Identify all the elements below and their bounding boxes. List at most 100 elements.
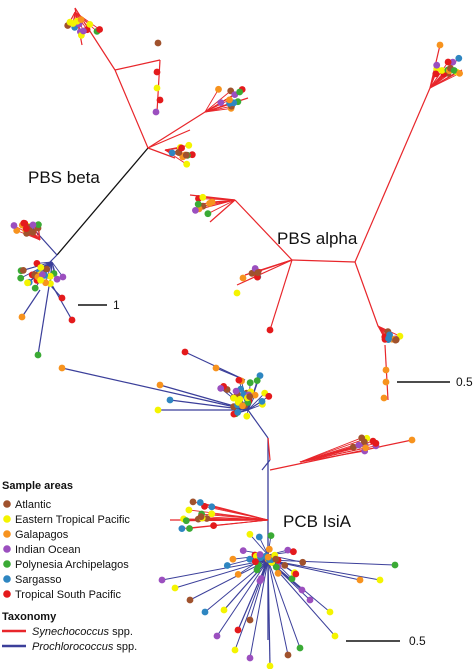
scale-bar-alpha-label: 0.5	[456, 375, 473, 389]
tree-branch	[147, 147, 176, 159]
sample-tip-marker	[236, 88, 244, 96]
tropical-south-pacific-marker	[3, 590, 11, 598]
sample-tip-marker	[233, 289, 241, 297]
sample-tip-marker	[217, 385, 225, 392]
tree-branch	[161, 559, 269, 581]
sample-tip-marker	[182, 517, 190, 525]
sample-tip-marker	[158, 576, 166, 584]
sample-tip-marker	[234, 626, 242, 634]
tree-branch	[56, 147, 149, 256]
sample-tip-marker	[450, 67, 458, 74]
legend-item-label: Tropical South Pacific	[15, 589, 121, 601]
sample-tip-marker	[246, 530, 254, 538]
sample-tip-marker	[197, 513, 205, 521]
sample-tip-marker	[385, 335, 392, 342]
sargasso-marker	[3, 575, 11, 583]
sample-tip-marker	[13, 227, 21, 234]
sample-tip-marker	[199, 193, 207, 201]
sample-tip-marker	[86, 21, 94, 28]
tree-branch	[269, 259, 293, 331]
sample-tip-marker	[156, 96, 164, 104]
sample-tip-marker	[185, 506, 193, 514]
indian-ocean-marker	[3, 545, 11, 553]
sample-tip-marker	[35, 221, 42, 229]
sample-tip-marker	[253, 566, 261, 574]
tree-branch	[247, 392, 266, 411]
legend-item-polynesia-archipelagos: Polynesia Archipelagos	[3, 559, 129, 571]
sample-tip-marker	[358, 434, 366, 442]
legend-taxon-suffix: spp.	[113, 641, 137, 653]
sample-tip-marker	[21, 220, 29, 227]
tree-branch	[21, 289, 41, 318]
legend-taxon-suffix: spp.	[109, 626, 133, 638]
sample-tip-marker	[432, 70, 440, 78]
tree-branch	[202, 196, 236, 201]
sample-tip-marker	[215, 85, 222, 93]
tree-branch	[45, 261, 53, 283]
sample-tip-marker	[306, 596, 314, 604]
sample-tip-marker	[265, 545, 273, 553]
sample-tip-marker	[37, 264, 45, 271]
tree-branch	[234, 559, 269, 651]
sample-tip-marker	[255, 533, 263, 541]
sample-tip-marker	[166, 396, 174, 404]
sample-tip-marker	[267, 532, 275, 539]
sample-tip-marker	[246, 393, 254, 400]
tree-branch	[299, 450, 365, 463]
sample-tip-marker	[230, 394, 238, 402]
sample-tip-marker	[234, 571, 242, 578]
polynesia-archipelagos-marker	[3, 560, 11, 568]
sample-tip-marker	[281, 562, 289, 569]
sample-tip-marker	[59, 273, 67, 281]
legend-item-galapagos: Galapagos	[3, 529, 69, 541]
sample-tip-marker	[433, 61, 441, 69]
sample-tip-marker	[43, 265, 50, 273]
sample-tip-marker	[186, 525, 193, 532]
tree-branch	[114, 59, 161, 71]
tree-branch	[249, 559, 269, 621]
sample-tip-marker	[243, 412, 251, 420]
tree-branch	[267, 437, 271, 461]
legend: Sample areas Atlantic Eastern Tropical P…	[2, 480, 137, 653]
sample-tip-marker	[284, 546, 292, 554]
tree-label-pbs-beta: PBS beta	[28, 168, 100, 187]
sample-tip-marker	[31, 284, 39, 292]
tree-branch	[204, 89, 219, 113]
sample-tip-marker	[376, 576, 384, 584]
sample-tip-marker	[171, 584, 179, 592]
sample-tip-marker	[153, 84, 161, 92]
sample-tip-marker	[210, 522, 218, 529]
tree-branch	[216, 559, 269, 637]
sample-tip-marker	[299, 558, 307, 566]
tree-branch	[429, 61, 449, 89]
sample-tip-marker	[206, 200, 213, 207]
sample-tip-marker	[239, 547, 247, 554]
tree-branch	[267, 559, 289, 656]
sample-tip-marker	[181, 348, 189, 356]
legend-item-label: Eastern Tropical Pacific	[15, 514, 130, 526]
sample-tip-marker	[196, 499, 204, 506]
sample-tip-marker	[178, 144, 186, 152]
sample-tip-marker	[254, 269, 262, 277]
tree-branch	[354, 87, 431, 263]
tree-branch	[299, 437, 362, 463]
sample-tip-marker	[265, 392, 273, 400]
sample-tip-marker	[258, 398, 266, 405]
sample-tip-marker	[96, 26, 103, 33]
legend-item-label: Sargasso	[15, 574, 61, 586]
sample-tip-marker	[220, 606, 228, 614]
sample-tip-marker	[392, 336, 399, 344]
sample-tip-marker	[444, 58, 452, 66]
legend-taxon-label: Synechococcus spp.	[32, 626, 133, 638]
legend-taxon-genus: Prochlorococcus	[32, 641, 114, 653]
legend-item-label: Galapagos	[15, 529, 69, 541]
sample-tip-marker	[246, 654, 254, 662]
sample-tip-marker	[257, 575, 265, 582]
scale-bar-beta: 1	[78, 298, 120, 312]
sample-tip-marker	[29, 221, 37, 229]
tree-branch	[267, 559, 271, 667]
tree-branch	[267, 559, 396, 566]
sample-tip-marker	[22, 225, 30, 233]
sample-tip-marker	[192, 207, 199, 214]
